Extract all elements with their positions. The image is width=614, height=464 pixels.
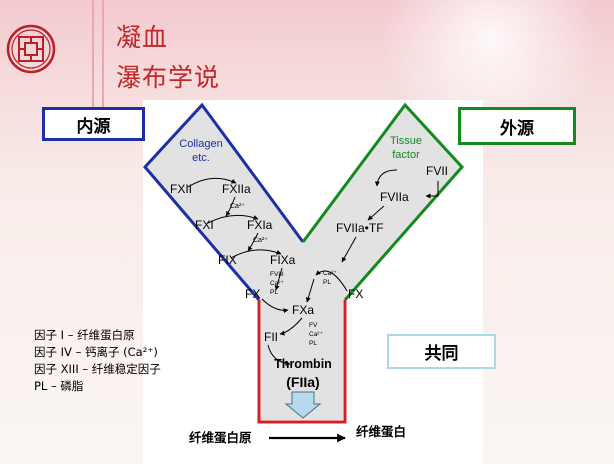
arrow-to-fxa <box>305 278 315 303</box>
fviia-tf-label: FVIIa•TF <box>336 221 384 235</box>
ca-label-2: Ca²⁺ <box>253 237 268 244</box>
ext-ca-label: Ca²⁺ <box>323 270 337 277</box>
fibrinogen-label: 纤维蛋白原 <box>189 430 252 445</box>
fx-left-label: FX <box>245 287 260 301</box>
fxiia-label: FXIIa <box>222 182 251 196</box>
common-outline <box>257 300 347 424</box>
arrow-fix-fixa <box>230 249 282 259</box>
title-line-2: 瀑布学说 <box>116 63 221 92</box>
fxi-label: FXI <box>195 218 214 232</box>
prothrombinase-ca-label: Ca²⁺ <box>309 331 323 338</box>
factor-label: factor <box>392 149 420 161</box>
fviia-label: FVIIa <box>380 190 409 204</box>
fibrin-label: 纤维蛋白 <box>356 424 406 439</box>
arrow-fx-right-fxa <box>315 270 348 292</box>
arrow-fx-left-fxa <box>261 298 289 314</box>
tenase-pl-label: PL <box>270 289 278 296</box>
fv-label: FV <box>309 322 318 329</box>
arrow-fxi-fxia <box>207 214 259 224</box>
thrombin-label: Thrombin <box>274 357 332 371</box>
factor-legend: 因子 I – 纤维蛋白原 因子 IV – 钙离子 (Ca²⁺) 因子 XIII … <box>34 327 161 395</box>
common-pathway-box: 共同 <box>387 334 496 369</box>
fixa-label: FIXa <box>270 253 296 267</box>
intrinsic-outline <box>142 102 305 301</box>
legend-item-factor-iv: 因子 IV – 钙离子 (Ca²⁺) <box>34 345 158 359</box>
fii-label: FII <box>264 330 278 344</box>
fiia-label: (FIIa) <box>286 374 319 390</box>
arrow-fvii-fviia <box>425 181 439 199</box>
legend-item-factor-xiii: 因子 XIII – 纤维稳定因子 <box>34 362 161 376</box>
arrow-tf-to-fvii <box>374 169 398 187</box>
arrow-fviiatf-to-fx <box>341 236 357 263</box>
title-line-1: 凝血 <box>116 23 169 52</box>
arrow-fii-thrombin <box>267 344 291 366</box>
collagen-label: Collagen <box>179 138 222 150</box>
arrow-fxia-to-fix <box>247 232 259 252</box>
lattice-logo-icon <box>6 24 56 74</box>
extrinsic-pathway-box: 外源 <box>458 107 576 145</box>
decor-line-right <box>102 0 104 110</box>
fx-right-label: FX <box>348 287 363 301</box>
arrow-fxii-fxiia <box>187 177 237 188</box>
fix-label: FIX <box>218 253 237 267</box>
fxii-label: FXII <box>170 182 192 196</box>
fviii-label: FVIII <box>270 271 284 278</box>
arrow-fxiia-to-fxi <box>225 196 236 217</box>
fxa-label: FXa <box>292 303 314 317</box>
arrow-fixa-to-fx <box>274 267 283 291</box>
down-block-arrow-icon <box>284 391 322 419</box>
legend-item-factor-i: 因子 I – 纤维蛋白原 <box>34 328 135 342</box>
y-shape-fill <box>145 105 462 300</box>
prothrombinase-pl-label: PL <box>309 340 317 347</box>
fvii-label: FVII <box>426 164 448 178</box>
arrow-fxa-to-fii <box>279 317 303 336</box>
legend-item-pl: PL – 磷脂 <box>34 379 84 393</box>
decor-line-left <box>92 0 94 110</box>
intrinsic-pathway-box: 内源 <box>42 107 145 141</box>
ext-pl-label: PL <box>323 279 331 286</box>
arrow-fviia-tf <box>367 205 385 221</box>
tissue-label: Tissue <box>390 135 422 147</box>
fxia-label: FXIa <box>247 218 273 232</box>
extrinsic-outline <box>301 102 465 301</box>
ca-label-1: Ca²⁺ <box>230 203 245 210</box>
etc-label: etc. <box>192 152 210 164</box>
